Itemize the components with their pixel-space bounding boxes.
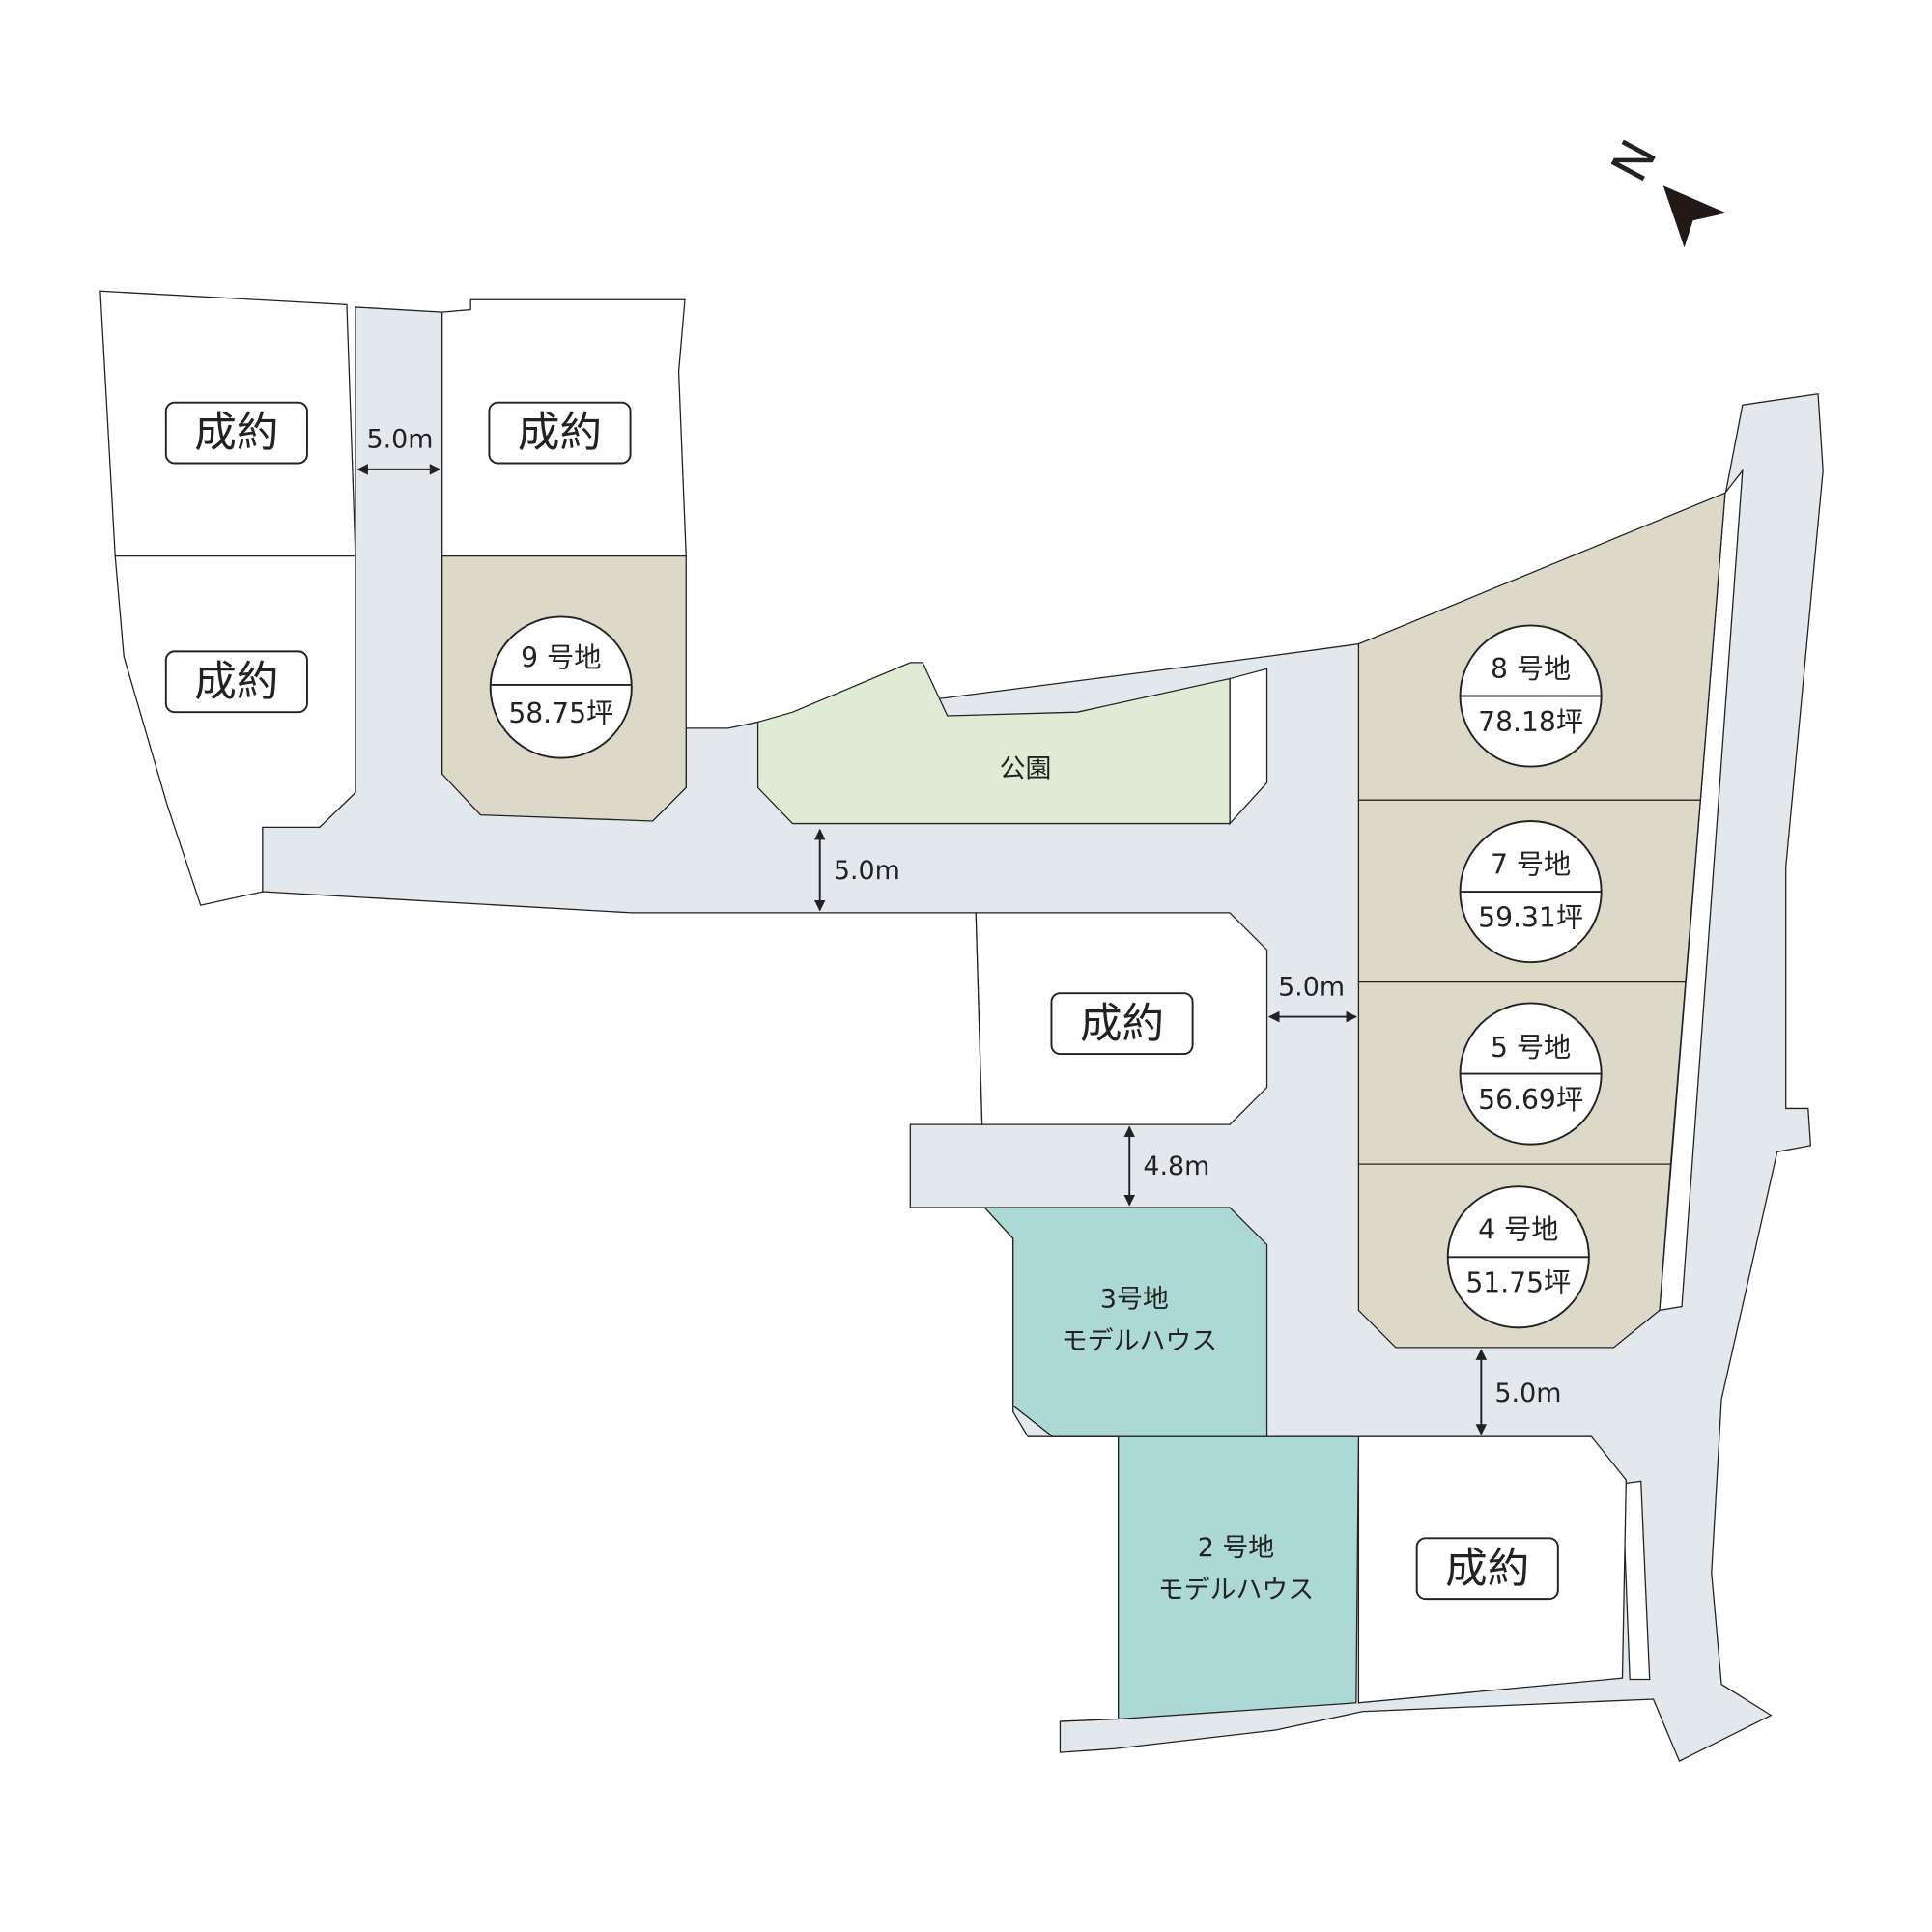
svg-text:成約: 成約 (194, 410, 278, 458)
svg-text:成約: 成約 (194, 658, 278, 706)
svg-text:5.0m: 5.0m (366, 425, 433, 455)
road-width-dimension: 5.0m (1475, 1349, 1561, 1435)
north-label: N (1601, 131, 1669, 191)
lot-3-label: モデルハウス (1062, 1326, 1217, 1356)
road-width-dimension: 5.0m (813, 828, 900, 912)
lot-4-badge: 4 号地 51.75坪 (1446, 1185, 1590, 1329)
svg-text:5.0m: 5.0m (834, 856, 900, 886)
svg-text:58.75坪: 58.75坪 (508, 697, 613, 729)
svg-text:成約: 成約 (1445, 1545, 1529, 1593)
north-arrow: N (1601, 131, 1727, 248)
lot-3-number: 3号地 (1100, 1284, 1169, 1314)
svg-text:9 号地: 9 号地 (521, 641, 601, 673)
svg-text:4 号地: 4 号地 (1478, 1214, 1558, 1246)
park-label: 公園 (1000, 754, 1052, 784)
svg-text:56.69坪: 56.69坪 (1478, 1084, 1583, 1116)
sold-badge: 成約 (1050, 992, 1194, 1055)
svg-text:51.75坪: 51.75坪 (1465, 1267, 1571, 1299)
model-house-lot-3[interactable] (982, 1207, 1268, 1437)
sold-badge: 成約 (164, 401, 308, 465)
svg-text:8 号地: 8 号地 (1491, 653, 1571, 685)
svg-text:59.31坪: 59.31坪 (1478, 902, 1583, 934)
park (756, 662, 1231, 825)
lot-5-badge: 5 号地 56.69坪 (1459, 1002, 1603, 1146)
sold-badge: 成約 (488, 401, 632, 465)
north-arrow-icon (1662, 185, 1727, 248)
lot-9-badge: 9 号地 58.75坪 (489, 615, 633, 759)
svg-text:78.18坪: 78.18坪 (1478, 706, 1583, 738)
svg-text:7 号地: 7 号地 (1491, 848, 1571, 880)
model-house-lot-2[interactable] (1118, 1435, 1360, 1720)
sold-badge: 成約 (1415, 1537, 1559, 1601)
svg-text:4.8m: 4.8m (1143, 1151, 1209, 1181)
sold-lot-nw-lower[interactable] (114, 555, 356, 906)
svg-text:5.0m: 5.0m (1494, 1378, 1561, 1408)
road-width-dimension: 5.0m (1267, 972, 1357, 1023)
sold-badge: 成約 (164, 650, 308, 714)
road-width-dimension: 4.8m (1123, 1125, 1209, 1207)
lot-7-badge: 7 号地 59.31坪 (1459, 820, 1603, 964)
lot-2-label: モデルハウス (1158, 1576, 1314, 1605)
road-width-dimension: 5.0m (356, 425, 441, 475)
lot-8-badge: 8 号地 78.18坪 (1459, 624, 1603, 768)
svg-text:5 号地: 5 号地 (1491, 1032, 1571, 1064)
svg-text:成約: 成約 (1080, 1000, 1164, 1048)
svg-text:5.0m: 5.0m (1278, 972, 1345, 1002)
green-strip-bottom (1621, 1480, 1651, 1681)
lot-2-number: 2 号地 (1198, 1533, 1274, 1563)
svg-text:成約: 成約 (518, 410, 602, 458)
